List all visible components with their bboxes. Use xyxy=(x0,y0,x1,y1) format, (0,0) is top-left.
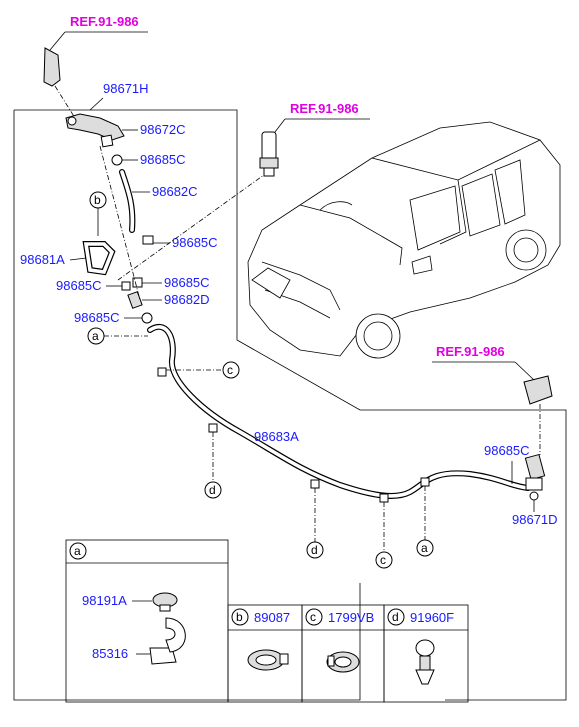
label-98685C-1[interactable]: 98685C xyxy=(140,152,186,167)
callout-d-mid: d xyxy=(306,541,324,559)
detail-a-part2[interactable]: 85316 xyxy=(92,646,128,661)
label-98671D[interactable]: 98671D xyxy=(512,512,558,527)
ref-right-group: REF.91-986 xyxy=(432,344,553,455)
label-98685C-5[interactable]: 98685C xyxy=(74,310,120,325)
hose-clamp-icon xyxy=(247,649,289,671)
label-98685C-4[interactable]: 98685C xyxy=(164,275,210,290)
callout-a-mid-letter: a xyxy=(421,541,428,555)
detail-box-a: a 98191A 85316 xyxy=(65,539,229,703)
ref-top-group: REF.91-986 xyxy=(43,14,148,119)
callout-b-letter: b xyxy=(94,193,101,207)
detail-d-letter: d xyxy=(392,610,399,624)
detail-d-part[interactable]: 91960F xyxy=(410,610,454,625)
label-98681A[interactable]: 98681A xyxy=(20,252,65,267)
label-98671H[interactable]: 98671H xyxy=(103,81,149,96)
pipe-clip-icon xyxy=(326,651,360,673)
label-98683A[interactable]: 98683A xyxy=(254,429,299,444)
label-98682C[interactable]: 98682C xyxy=(152,184,198,199)
nozzle-cap-icon xyxy=(523,375,553,405)
main-hose-98683A xyxy=(147,323,531,499)
label-98685C-2[interactable]: 98685C xyxy=(172,235,218,250)
washer-pump-icon xyxy=(259,131,279,177)
vehicle-illustration xyxy=(247,121,561,359)
right-nozzle-icon xyxy=(524,453,546,501)
callout-c-mid: c xyxy=(375,551,393,569)
clip-icon xyxy=(142,235,154,245)
label-98685C-6[interactable]: 98685C xyxy=(484,443,530,458)
detail-box-d: d 91960F xyxy=(383,604,469,703)
label-98685C-3[interactable]: 98685C xyxy=(56,278,102,293)
clip-icon xyxy=(111,154,123,166)
detail-c-part[interactable]: 1799VB xyxy=(328,610,374,625)
callout-c-top-letter: c xyxy=(227,363,233,377)
push-clip-icon xyxy=(415,639,435,685)
callout-b: b xyxy=(89,191,107,209)
assembly-boundary xyxy=(13,109,567,701)
detail-a-letter: a xyxy=(74,544,81,558)
connector-icon xyxy=(127,291,143,309)
callout-a-mid: a xyxy=(416,539,434,557)
callout-a-top: a xyxy=(87,327,105,345)
callout-c-mid-letter: c xyxy=(380,553,386,567)
washer-nozzle-cover-icon xyxy=(43,47,61,87)
detail-b-letter: b xyxy=(236,610,243,624)
ref-right-label[interactable]: REF.91-986 xyxy=(436,344,505,359)
nozzle-assembly-icon xyxy=(65,113,125,148)
callout-d-left: d xyxy=(204,481,222,499)
detail-c-letter: c xyxy=(310,610,316,624)
callout-c-top: c xyxy=(222,361,240,379)
detail-a-part1[interactable]: 98191A xyxy=(82,593,127,608)
ref-mid-group: REF.91-986 xyxy=(259,101,370,177)
grommet-icon xyxy=(152,592,178,612)
ref-top-label[interactable]: REF.91-986 xyxy=(70,14,139,29)
ref-mid-label[interactable]: REF.91-986 xyxy=(290,101,359,116)
clip-icon xyxy=(132,277,143,288)
clip-icon xyxy=(141,312,153,324)
detail-b-part[interactable]: 89087 xyxy=(254,610,290,625)
hose-bracket-icon xyxy=(82,241,116,276)
detail-box-c: c 1799VB xyxy=(301,604,385,703)
callout-d-left-letter: d xyxy=(209,483,216,497)
detail-box-b: b 89087 xyxy=(227,604,303,703)
callout-a-top-letter: a xyxy=(92,329,99,343)
mounting-clip-icon xyxy=(149,617,186,665)
label-98682D[interactable]: 98682D xyxy=(164,292,210,307)
clip-icon xyxy=(121,281,131,291)
label-98672C[interactable]: 98672C xyxy=(140,122,186,137)
callout-d-mid-letter: d xyxy=(311,543,318,557)
